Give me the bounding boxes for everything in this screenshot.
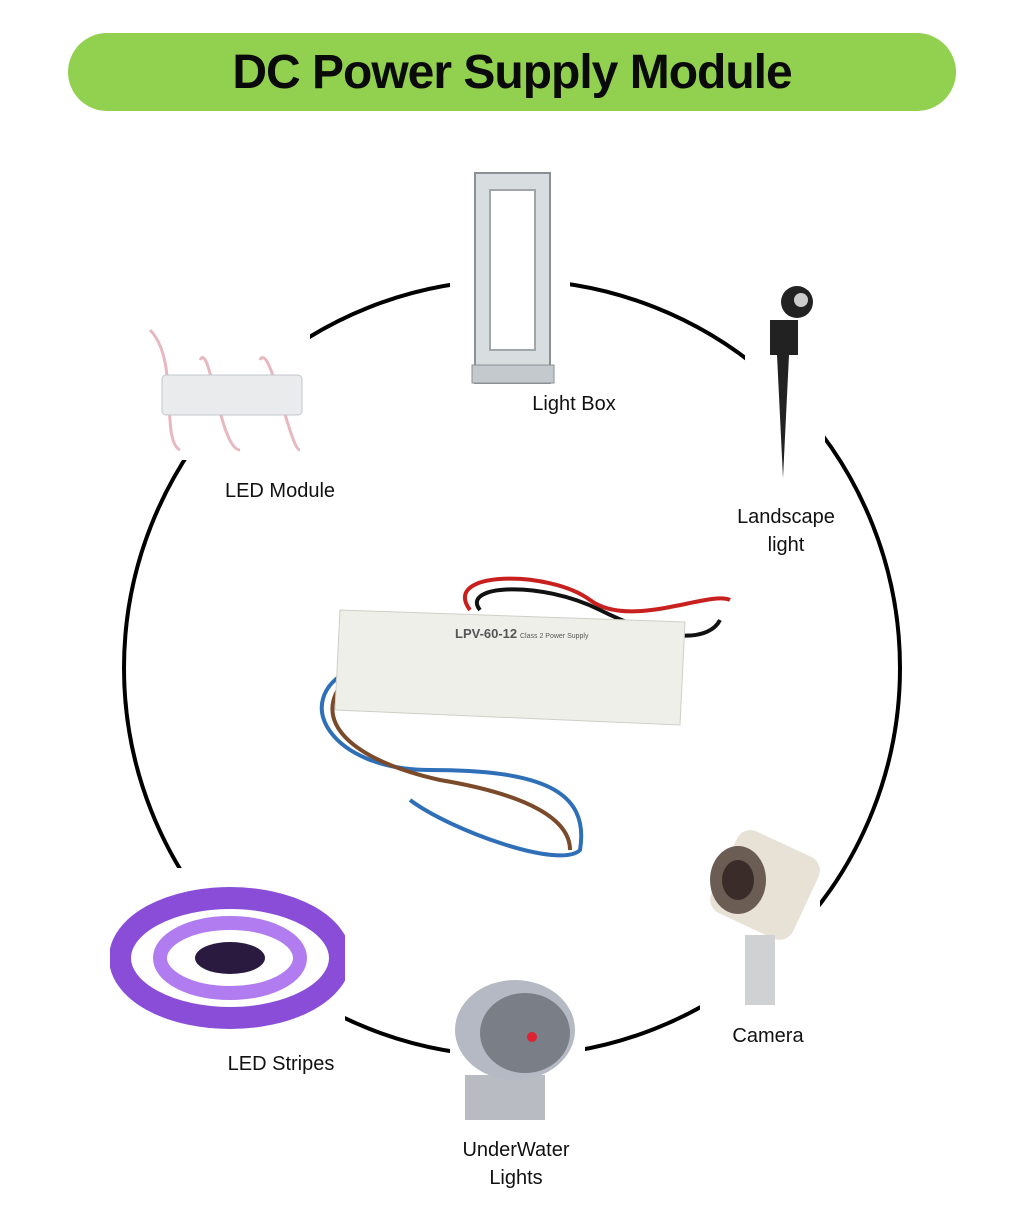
label-led-stripes: LED Stripes (227, 1053, 335, 1075)
landscape-light-image (745, 280, 825, 480)
led-module-image (140, 320, 310, 460)
camera-image (700, 825, 820, 1015)
label-underwater-lights: UnderWater Lights (462, 1139, 570, 1189)
label-light-box: Light Box (532, 393, 616, 415)
light-box-image (450, 165, 570, 395)
power-supply-model: LPV-60-12 (455, 626, 517, 641)
power-supply-image: LPV-60-12 Class 2 Power Supply (290, 550, 740, 870)
page-title: DC Power Supply Module (232, 45, 792, 99)
underwater-light-image (450, 975, 585, 1125)
label-landscape-light: Landscape light (737, 506, 835, 556)
title-banner: DC Power Supply Module (68, 33, 956, 111)
led-stripes-image (109, 868, 351, 1033)
label-camera: Camera (732, 1025, 804, 1047)
label-led-module: LED Module (224, 480, 336, 502)
power-supply-subtitle: Class 2 Power Supply (520, 633, 589, 640)
